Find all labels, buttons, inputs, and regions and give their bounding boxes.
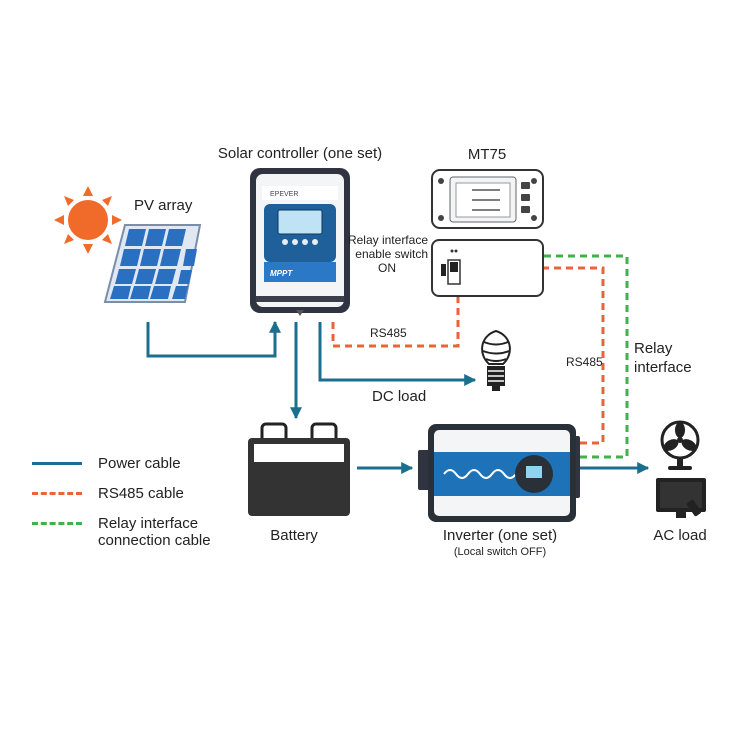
relay-switch-label-line1: Relay interface <box>347 233 428 247</box>
pv-to-controller-cable <box>146 320 281 358</box>
sun-icon <box>54 186 122 254</box>
relay-switch-label-line2: enable switch <box>355 247 428 261</box>
relay-cables <box>464 250 629 459</box>
relay-interface-label-line2: interface <box>634 359 692 376</box>
legend-relay-line <box>32 522 82 525</box>
rs485-vertical-label: RS485 <box>566 355 603 369</box>
legend-relay-text-line1: Relay interface <box>98 515 199 532</box>
inverter-label: Inverter (one set) <box>442 527 558 544</box>
legend-relay: Relay interface connection cable <box>30 512 260 549</box>
controller-to-dcload-cable <box>318 322 477 386</box>
mt75-label: MT75 <box>467 146 507 163</box>
legend-rs485-line <box>32 492 82 495</box>
solar-controller-icon: EPEVER <box>250 168 350 316</box>
inverter-icon <box>418 424 580 522</box>
inverter-note-label: (Local switch OFF) <box>453 546 547 558</box>
power-cables <box>146 320 650 474</box>
light-bulb-icon <box>481 329 511 391</box>
legend-relay-text-line2: connection cable <box>98 532 211 549</box>
solar-controller-label: Solar controller (one set) <box>217 145 383 162</box>
legend-rs485-text: RS485 cable <box>98 485 184 502</box>
controller-to-relay-rs485 <box>331 259 460 348</box>
inverter-to-relay-interface <box>464 250 629 459</box>
fan-icon <box>660 420 700 470</box>
legend-rs485: RS485 cable <box>30 482 260 512</box>
tv-icon <box>656 478 706 518</box>
battery-label: Battery <box>270 527 318 544</box>
relay-module-icon <box>431 239 544 297</box>
legend: Power cable RS485 cable Relay interface … <box>30 452 260 549</box>
mt75-meter-icon <box>431 169 544 229</box>
ac-load-label: AC load <box>653 527 707 544</box>
legend-power: Power cable <box>30 452 260 482</box>
relay-interface-label-line1: Relay <box>634 340 673 357</box>
pv-array-label: PV array <box>134 197 193 214</box>
relay-switch-label-line3: ON <box>378 261 396 275</box>
controller-badge: MPPT <box>270 269 293 278</box>
svg-text:EPEVER: EPEVER <box>270 191 298 198</box>
battery-icon <box>248 422 350 516</box>
solar-panel-icon <box>103 224 202 303</box>
rs485-top-label: RS485 <box>370 326 407 340</box>
legend-power-text: Power cable <box>98 455 181 472</box>
dc-load-label: DC load <box>372 388 427 405</box>
legend-power-line <box>32 462 82 465</box>
